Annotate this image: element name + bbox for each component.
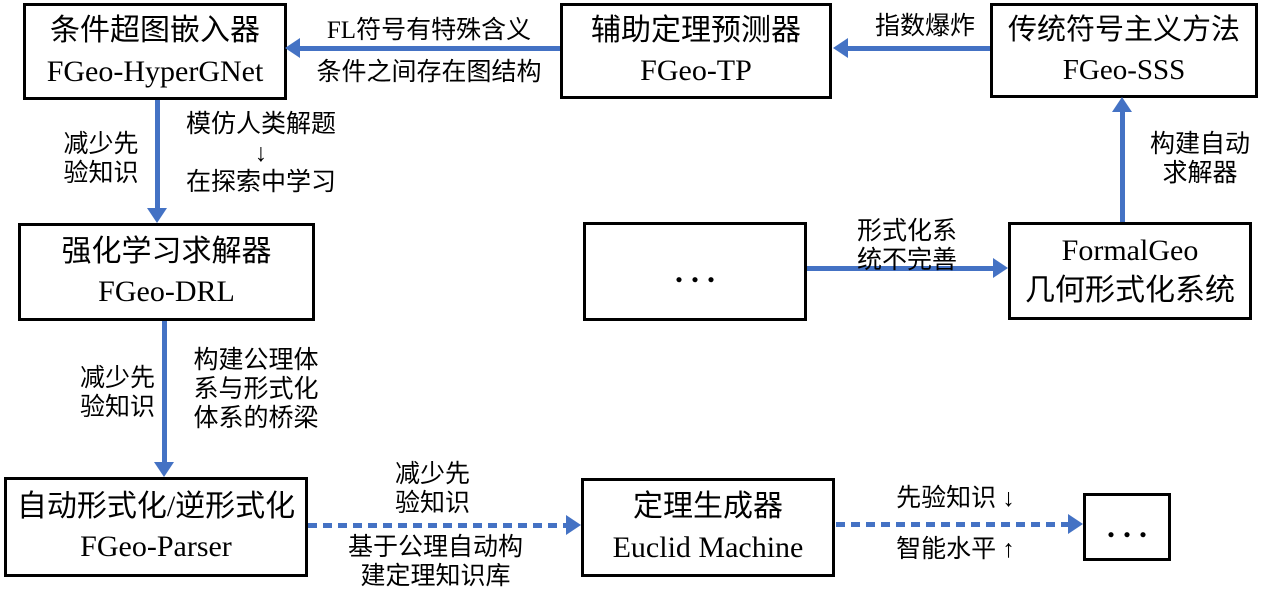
box-fgeo-tp: 辅助定理预测器 FGeo-TP [560,3,832,99]
ellipsis-text: ... [1107,508,1155,545]
arrow-dots-to-formalgeo-line [807,266,995,271]
box-fgeo-sss: 传统符号主义方法 FGeo-SSS [990,3,1258,98]
label-formal-incomplete: 形式化系 统不完善 [856,218,957,274]
arrow-hypergnet-to-drl-line [155,100,160,210]
box-formalgeo: FormalGeo 几何形式化系统 [1008,222,1252,320]
box-title-en: FGeo-Parser [80,530,232,563]
box-euclid-machine: 定理生成器 Euclid Machine [581,478,835,577]
label-cond-graph: 条件之间存在图结构 [316,59,542,86]
ellipsis-text: ... [675,252,723,289]
label-reduce-prior-top: 减少先 验知识 [63,131,139,187]
box-mid-dots: ... [583,222,807,321]
box-end-dots: ... [1083,493,1171,561]
box-title-cn: 强化学习求解器 [61,234,272,268]
box-title-en: FGeo-HyperGNet [46,54,264,88]
label-reduce-prior-mid: 减少先 验知识 [79,365,155,421]
box-title-en: FormalGeo [1061,233,1199,267]
arrow-euclid-to-end-line [836,522,1070,527]
arrow-hypergnet-to-drl-head [147,208,167,223]
arrow-sss-to-tp-line [845,46,990,51]
label-exp-explosion: 指数爆炸 [874,13,975,40]
box-title-en: Euclid Machine [612,530,804,564]
label-axiom-bridge: 构建公理体 系与形式化 体系的桥梁 [193,347,319,432]
label-imitate-human: 模仿人类解题 ↓ 在探索中学习 [185,111,336,196]
box-title-en: FGeo-SSS [1062,53,1186,86]
arrow-euclid-to-end-head [1068,514,1083,534]
box-title-en: FGeo-TP [640,54,752,87]
label-fl-special: FL符号有特殊含义 [326,17,532,44]
label-axiom-kb: 基于公理自动构 建定理知识库 [347,534,523,590]
arrow-sss-to-tp-head [833,38,848,58]
arrow-dots-to-formalgeo-head [993,258,1008,278]
box-title-cn: 传统符号主义方法 [1007,14,1240,47]
label-reduce-prior-bottom: 减少先 验知识 [394,461,470,517]
arrow-drl-to-parser-head [154,462,174,477]
box-title-en: FGeo-DRL [98,275,235,308]
label-build-solver: 构建自动 求解器 [1149,131,1250,187]
box-fgeo-hypergnet: 条件超图嵌入器 FGeo-HyperGNet [23,3,287,100]
box-title-cn: 辅助定理预测器 [591,13,801,47]
label-prior-down: 先验知识 ↓ [896,485,1015,512]
arrow-parser-to-euclid-head [566,515,581,535]
arrow-formalgeo-to-sss-line [1120,110,1125,222]
arrow-parser-to-euclid-line [308,523,568,528]
label-intelligence-up: 智能水平 ↑ [896,536,1015,563]
box-title-cn: 几何形式化系统 [1025,274,1235,307]
arrow-tp-to-hypergnet-head [285,38,300,58]
box-fgeo-drl: 强化学习求解器 FGeo-DRL [18,223,315,321]
box-title-cn: 条件超图嵌入器 [50,14,260,47]
box-fgeo-parser: 自动形式化/逆形式化 FGeo-Parser [4,477,308,577]
box-title-cn: 定理生成器 [633,490,783,523]
box-title-cn: 自动形式化/逆形式化 [16,489,296,523]
arrow-tp-to-hypergnet-line [296,46,560,51]
arrow-formalgeo-to-sss-head [1112,97,1132,112]
arrow-drl-to-parser-line [162,321,167,464]
